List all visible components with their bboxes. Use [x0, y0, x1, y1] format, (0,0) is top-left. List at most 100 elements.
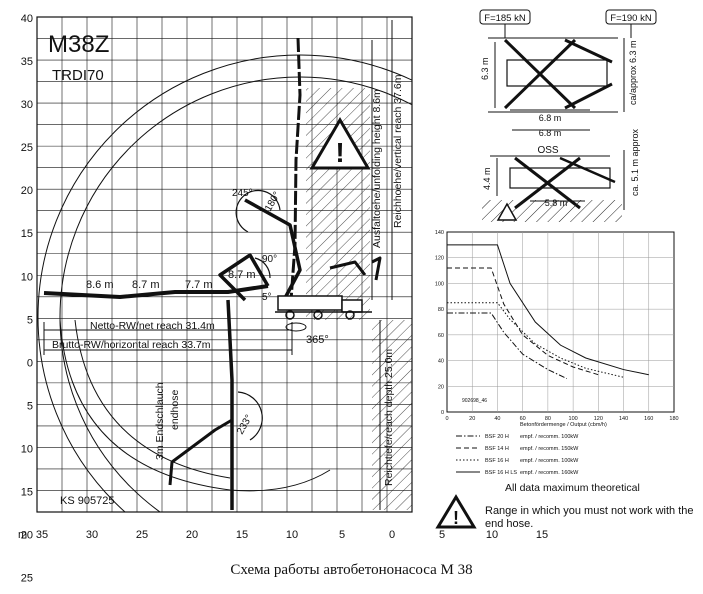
- left-tick-label: 15: [21, 486, 33, 498]
- chart-y-ticks: 0 20 40 60 80 100 120 140: [435, 230, 444, 416]
- legend-note: empf. / recomm. 100kW: [520, 434, 579, 440]
- warning-triangle-icon: !: [309, 117, 371, 170]
- chart-note: All data maximum theoretical: [505, 482, 640, 494]
- left-tick-label: 20: [21, 185, 33, 197]
- horizontal-reach-label: Brutto-RW/horizontal reach 33.7m: [52, 339, 211, 351]
- bottom-tick-label: 20: [186, 529, 198, 541]
- chart-y-tick: 0: [441, 410, 444, 416]
- warning-icon: !: [435, 494, 477, 529]
- ground-hatch: [482, 200, 622, 222]
- force-right-label: F=190 kN: [610, 13, 652, 24]
- chart-code: 902698_46: [462, 398, 487, 404]
- left-tick-label: 30: [21, 99, 33, 111]
- outrigger-w1: 6.3 m: [480, 57, 490, 80]
- chart-y-tick: 100: [435, 281, 444, 287]
- bottom-tick-label: 15: [236, 529, 248, 541]
- unfolding-height-label: Ausfaltoehe/unfolding height 8.6m: [371, 89, 383, 248]
- endhose-label-2: endhose: [169, 390, 181, 430]
- outrigger-oss: OSS: [537, 145, 558, 156]
- chart-x-tick: 60: [520, 416, 526, 422]
- outrigger-h1: 4.4 m: [482, 167, 492, 190]
- legend-name: BSF 16 H: [485, 458, 509, 464]
- left-tick-label: 5: [27, 314, 33, 326]
- svg-text:!: !: [335, 137, 344, 168]
- bottom-tick-label: 0: [389, 529, 395, 541]
- outrigger-h2: ca. 5.1 m approx: [630, 128, 640, 196]
- left-tick-label: 25: [21, 573, 33, 585]
- chart-x-tick: 40: [494, 416, 500, 422]
- left-tick-label: 25: [21, 142, 33, 154]
- figure-caption: Схема работы автобетононасоса М 38: [230, 562, 473, 578]
- chart-frame: [446, 231, 675, 413]
- boom-seg4-label: 8.7 m: [228, 269, 256, 281]
- bottom-tick-label: 10: [486, 529, 498, 541]
- left-tick-label: 40: [21, 13, 33, 25]
- submodel-label: TRDI70: [52, 67, 104, 84]
- chart-x-tick: 140: [619, 416, 628, 422]
- vertical-reach-label: Reichhoehe/vertical reach 37.6m: [392, 74, 404, 228]
- endhose-label-1: 3m Endschlauch: [154, 382, 166, 460]
- left-tick-label: 20: [21, 530, 33, 542]
- bottom-tick-label: 15: [536, 529, 548, 541]
- legend-note: empf. / recomm. 160kW: [520, 470, 579, 476]
- chart-y-tick: 120: [435, 256, 444, 262]
- boom-seg1-label: 8.6 m: [86, 279, 114, 291]
- chart-xlabel: Betonfördermenge / Output (cbm/h): [520, 422, 607, 428]
- bottom-tick-label: 10: [286, 529, 298, 541]
- left-tick-label: 0: [27, 357, 33, 369]
- hatched-zone-lower: [372, 320, 412, 510]
- left-tick-label: 15: [21, 228, 33, 240]
- angle-5: 5°: [262, 292, 272, 303]
- code-label: KS 905725: [60, 495, 114, 507]
- chart-x-tick: 80: [545, 416, 551, 422]
- warning-text: Range in which you must not work with th…: [485, 505, 694, 530]
- chart-x-tick: 180: [669, 416, 678, 422]
- left-tick-label: 10: [21, 271, 33, 283]
- series-line-2: [447, 302, 624, 378]
- angle-90: 90°: [262, 254, 277, 265]
- chart-y-tick: 20: [438, 384, 444, 390]
- legend-note: empf. / recomm. 150kW: [520, 446, 579, 452]
- outrigger-w4: 6.8 m: [539, 128, 562, 138]
- chart-y-tick: 60: [438, 333, 444, 339]
- series-line-1: [447, 267, 599, 376]
- left-tick-label: 10: [21, 443, 33, 455]
- outrigger-w5: 5.8 m: [545, 198, 568, 208]
- chart-series: [447, 244, 649, 380]
- bottom-tick-label: 25: [136, 529, 148, 541]
- axis-unit-label: m: [18, 529, 27, 541]
- small-warning-icon: [496, 202, 518, 221]
- angle-365: 365°: [306, 334, 329, 346]
- chart-y-tick: 140: [435, 230, 444, 236]
- outrigger-w2: ca/approx 6.3 m: [628, 40, 638, 105]
- truck-icon: [275, 295, 372, 320]
- chart-x-tick: 0: [445, 416, 448, 422]
- boom-seg3-label: 7.7 m: [185, 279, 213, 291]
- svg-text:!: !: [453, 508, 459, 528]
- reach-depth-label: Reichtiefe/reach depth 25.0m: [383, 349, 395, 486]
- chart-y-tick: 40: [438, 359, 444, 365]
- bottom-tick-label: 35: [36, 529, 48, 541]
- net-reach-label: Netto-RW/net reach 31.4m: [90, 320, 215, 332]
- reach-dimensions: [43, 20, 393, 510]
- angle-245: 245°: [232, 188, 253, 199]
- boom-lines: [43, 37, 382, 510]
- legend-name: BSF 14 H: [485, 446, 509, 452]
- legend-note: empf. / recomm. 100kW: [520, 458, 579, 464]
- chart-x-tick: 20: [469, 416, 475, 422]
- left-tick-label: 35: [21, 56, 33, 68]
- chart-y-tick: 80: [438, 307, 444, 313]
- series-line-0: [447, 312, 568, 380]
- outrigger-w3: 6.8 m: [539, 113, 562, 123]
- output-chart: 0 20 40 60 80 100 120 140 160 180 0 20 40 60 80 100 120…: [435, 230, 679, 494]
- range-grid: [37, 17, 412, 512]
- boom-seg2-label: 8.7 m: [132, 279, 160, 291]
- chart-x-tick: 160: [644, 416, 653, 422]
- chart-x-tick: 100: [569, 416, 578, 422]
- legend-name: BSF 16 H LS: [485, 470, 517, 476]
- model-label: M38Z: [48, 31, 109, 58]
